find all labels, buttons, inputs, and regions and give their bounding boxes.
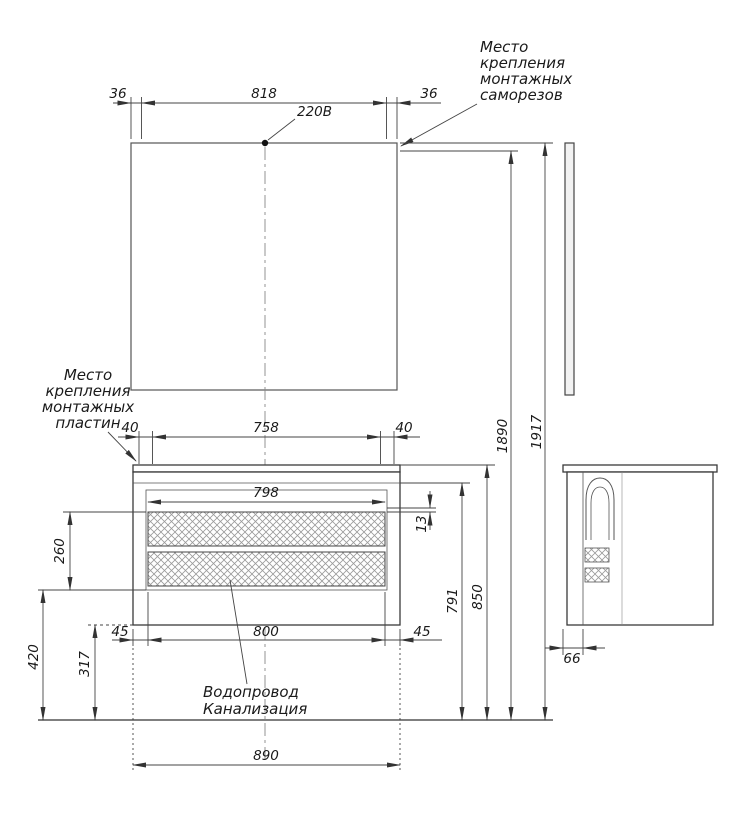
outlet-label: 220В — [267, 104, 332, 141]
height-dimensions: 791 850 1890 1917 — [400, 142, 553, 721]
cabinet-width-dimension: 890 — [132, 648, 401, 770]
note-plumbing-leader — [229, 579, 248, 685]
drawer-zone-dimension: 260 — [38, 511, 146, 591]
note-plates-line2: крепления — [45, 382, 130, 400]
side-view: 66 — [545, 142, 718, 667]
dim-818: 818 — [251, 86, 277, 102]
power-outlet-dot — [261, 139, 269, 147]
note-plumbing-line2: Канализация — [203, 700, 307, 718]
mirror-front — [130, 139, 398, 391]
dim-13: 13 — [414, 515, 430, 532]
outlet-label-text: 220В — [297, 104, 332, 120]
dim-40-left: 40 — [121, 420, 138, 436]
note-screws-line3: монтажных — [480, 70, 572, 88]
dim-260: 260 — [52, 538, 68, 564]
drawer-front-bottom — [147, 551, 386, 587]
drawer-width-dimension: 798 — [147, 485, 386, 505]
cabinet-side-worktop — [562, 464, 718, 473]
cabinet-side — [562, 464, 718, 626]
outlet-height-dimension: 420 — [26, 589, 46, 721]
note-plates-line4: пластин — [55, 414, 120, 432]
dim-890: 890 — [253, 748, 279, 764]
side-offset-dimension: 66 — [545, 629, 605, 667]
dim-317: 317 — [77, 651, 93, 677]
note-plumbing-line1: Водопровод — [203, 683, 299, 701]
plate-dimension: 40 758 40 — [118, 420, 420, 464]
dim-40-right: 40 — [395, 420, 412, 436]
note-mounting-plates: Место крепления монтажных пластин — [42, 366, 137, 462]
cabinet-front — [132, 464, 401, 626]
mirror-outline — [130, 142, 398, 391]
dim-420: 420 — [26, 644, 42, 670]
dim-791: 791 — [445, 588, 461, 614]
note-plumbing: Водопровод Канализация — [203, 579, 307, 718]
note-screws-line4: саморезов — [480, 86, 563, 104]
dim-850: 850 — [470, 584, 486, 610]
dim-798: 798 — [253, 485, 279, 501]
note-screws-line2: крепления — [480, 54, 565, 72]
dim-45-left: 45 — [111, 624, 128, 640]
dim-36-right: 36 — [420, 86, 437, 102]
dim-45-right: 45 — [413, 624, 430, 640]
mounting-bracket-inner — [590, 486, 610, 540]
note-screws-line1: Место — [480, 38, 528, 56]
dim-1890: 1890 — [495, 419, 511, 453]
cabinet-worktop — [132, 464, 401, 473]
bracket-block-bottom — [584, 567, 610, 583]
mirror-side-profile — [564, 142, 575, 396]
cabinet-body — [132, 471, 401, 626]
bottom-height-dimension: 317 — [77, 624, 133, 721]
note-plates-line3: монтажных — [42, 398, 134, 416]
bracket-block-top — [584, 547, 610, 563]
drawer-opening — [145, 489, 388, 591]
dim-36-left: 36 — [109, 86, 126, 102]
note-mounting-screws: Место крепления монтажных саморезов — [400, 38, 572, 147]
mirror-top-dimension: 36 818 36 — [109, 86, 441, 139]
top-gap-dimension: 13 — [387, 491, 436, 533]
dim-758: 758 — [253, 420, 279, 436]
front-view: 220В 36 818 36 Место крепления монтажных… — [26, 38, 572, 770]
dim-800: 800 — [253, 624, 279, 640]
note-plates-line1: Место — [64, 366, 112, 384]
dim-66: 66 — [563, 651, 580, 667]
note-screws-leader — [400, 103, 478, 147]
cabinet-bottom-dimension: 45 800 45 — [111, 592, 442, 646]
mounting-bracket-profile — [585, 477, 615, 540]
dim-1917: 1917 — [529, 414, 545, 449]
drawer-front-top — [147, 511, 386, 547]
note-plates-leader — [107, 431, 137, 462]
outlet-leader-line — [267, 118, 296, 141]
